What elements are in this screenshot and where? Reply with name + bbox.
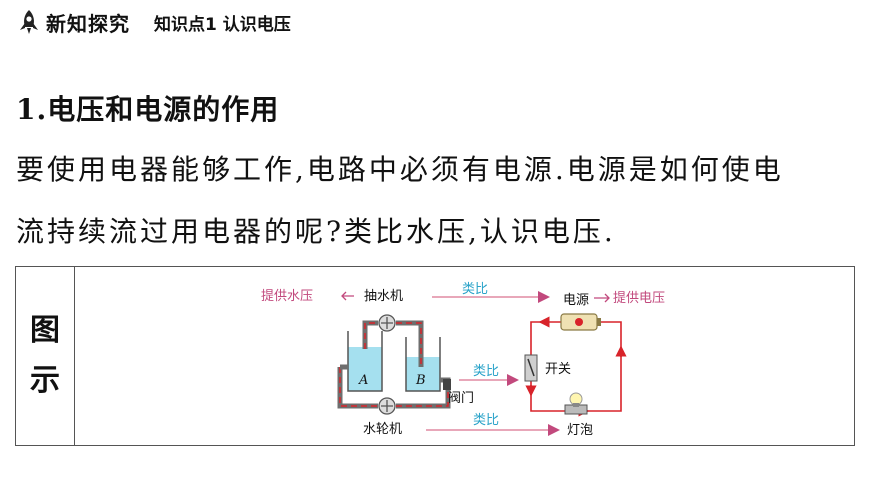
water-pressure-label: 提供水压: [261, 288, 313, 304]
cup-a-label: A: [358, 373, 368, 388]
table-label-cell: 图 示: [16, 267, 75, 445]
electric-circuit: [524, 313, 627, 417]
cup-b-label: B: [415, 373, 426, 388]
turbine-label: 水轮机: [363, 422, 402, 437]
header: 新知探究 知识点1 认识电压: [18, 8, 291, 36]
paragraph-line-1: 要使用电器能够工作,电路中必须有电源.电源是如何使电: [16, 153, 784, 186]
analogy-label-top: 类比: [462, 282, 488, 297]
pump-label: 抽水机: [364, 289, 403, 304]
section-title: 1.电压和电源的作用: [16, 93, 280, 126]
bulb-label: 灯泡: [567, 423, 593, 438]
rocket-icon: [20, 10, 38, 34]
valve-label: 阀门: [448, 391, 474, 406]
analogy-diagram: 提供水压 抽水机 类比 电源 提供电压: [261, 282, 665, 438]
header-subtitle: 知识点1 认识电压: [154, 14, 291, 35]
header-title: 新知探究: [46, 11, 130, 36]
analogy-label-middle: 类比: [473, 364, 499, 379]
valve-icon: [443, 379, 451, 390]
arrow-to-voltage: [594, 293, 610, 303]
power-label: 电源: [563, 293, 589, 308]
arrow-to-water-pressure: [341, 291, 354, 301]
analogy-label-bottom: 类比: [473, 413, 499, 428]
table-label-char-2: 示: [30, 363, 60, 398]
switch-label: 开关: [545, 362, 571, 377]
water-circuit: A B: [337, 314, 451, 415]
voltage-label: 提供电压: [613, 290, 665, 306]
diagram-table: 图 示 提供水压 抽水机 类比 电源 提供电压: [15, 266, 855, 446]
paragraph-line-2: 流持续流过用电器的呢?类比水压,认识电压.: [16, 215, 616, 248]
table-label-char-1: 图: [30, 313, 60, 348]
